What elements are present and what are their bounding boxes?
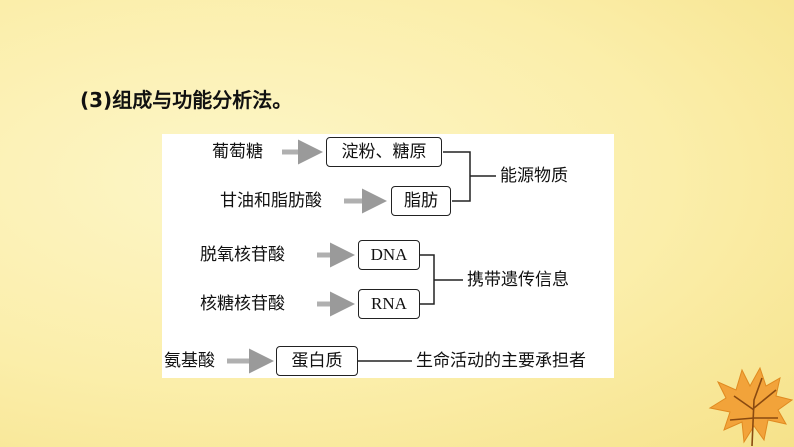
composition-function-diagram: 葡萄糖 甘油和脂肪酸 脱氧核苷酸 核糖核苷酸 氨基酸 淀粉、糖原 脂肪 DNA …	[162, 134, 614, 378]
label-ribonucleotide: 核糖核苷酸	[200, 294, 285, 314]
box-rna: RNA	[358, 289, 420, 319]
label-energy-substance: 能源物质	[500, 166, 568, 186]
label-amino-acid: 氨基酸	[164, 351, 215, 371]
box-dna: DNA	[358, 240, 420, 270]
label-deoxynucleotide: 脱氧核苷酸	[200, 245, 285, 265]
section-heading: (3)组成与功能分析法。	[80, 88, 293, 112]
bracket-energy	[443, 151, 496, 202]
diagram-connectors	[227, 139, 496, 374]
maple-leaf-icon	[708, 366, 794, 447]
box-fat: 脂肪	[391, 186, 451, 216]
label-life-activity: 生命活动的主要承担者	[416, 351, 586, 371]
label-glycerol-fatty-acid: 甘油和脂肪酸	[220, 191, 322, 211]
box-starch-glycogen: 淀粉、糖原	[326, 137, 442, 167]
label-genetic-info: 携带遗传信息	[467, 270, 569, 290]
box-protein: 蛋白质	[276, 346, 358, 376]
bracket-genetic	[420, 254, 463, 305]
label-glucose: 葡萄糖	[212, 142, 263, 162]
